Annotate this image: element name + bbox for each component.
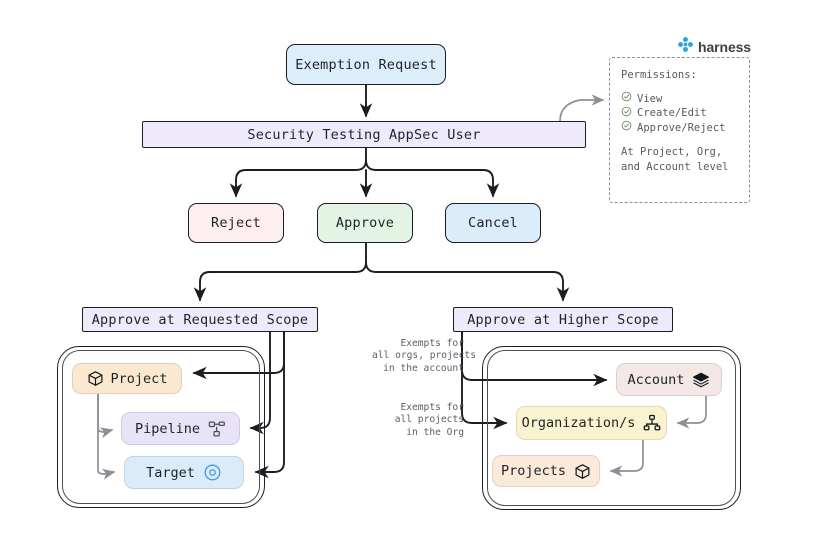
caption-exempts-org: Exempts for all projects in the Org — [394, 402, 464, 438]
node-label: Projects — [500, 463, 567, 479]
higher-scope-group-inline — [487, 350, 736, 506]
node-label: Target — [146, 464, 195, 481]
node-cancel[interactable]: Cancel — [445, 203, 541, 243]
permissions-title: Permissions: — [621, 69, 697, 81]
node-pipeline[interactable]: Pipeline — [121, 412, 240, 445]
node-organizations[interactable]: Organization/s — [516, 406, 667, 440]
permissions-panel: Permissions: View Create/Edit — [609, 57, 750, 203]
permission-item-create-edit: Create/Edit — [621, 106, 738, 121]
permission-label: Approve/Reject — [637, 121, 726, 134]
node-exemption-request[interactable]: Exemption Request — [286, 44, 446, 85]
check-circle-icon — [621, 91, 632, 107]
permissions-footer: At Project, Org, and Account level — [621, 146, 729, 173]
node-appsec-user[interactable]: Security Testing AppSec User — [142, 121, 586, 148]
node-label: Exemption Request — [295, 56, 437, 73]
node-target[interactable]: Target — [124, 456, 244, 489]
permission-label: View — [637, 92, 663, 105]
node-approve-higher-scope[interactable]: Approve at Higher Scope — [453, 307, 673, 332]
node-label: Approve at Higher Scope — [467, 311, 659, 328]
node-label: Approve — [335, 215, 395, 231]
harness-logo-icon — [677, 36, 694, 57]
higher-scope-group-outline — [482, 346, 741, 510]
node-projects[interactable]: Projects — [492, 455, 600, 487]
node-account[interactable]: Account — [616, 363, 722, 396]
node-label: Pipeline — [134, 420, 201, 437]
node-label: Security Testing AppSec User — [247, 126, 481, 143]
permission-label: Create/Edit — [637, 107, 707, 119]
node-reject[interactable]: Reject — [188, 203, 284, 243]
check-circle-icon — [621, 106, 632, 122]
permission-item-approve-reject: Approve/Reject — [621, 120, 738, 136]
node-approve-requested-scope[interactable]: Approve at Requested Scope — [82, 307, 318, 332]
target-icon — [203, 463, 222, 482]
node-label: Organization/s — [521, 415, 636, 431]
cube-icon — [574, 463, 591, 480]
node-label: Cancel — [468, 215, 518, 231]
permission-item-view: View — [621, 91, 738, 107]
brand-name: harness — [698, 38, 751, 55]
cube-icon — [87, 370, 104, 387]
layers-icon — [692, 371, 710, 389]
brand-logo: harness — [677, 36, 751, 57]
requested-scope-group-inline — [62, 350, 260, 504]
node-label: Reject — [211, 215, 261, 231]
sitemap-icon — [643, 414, 661, 432]
node-approve[interactable]: Approve — [317, 203, 413, 243]
node-label: Account — [627, 371, 685, 388]
caption-exempts-account: Exempts for all orgs, projects in the ac… — [372, 338, 476, 374]
node-label: Project — [110, 370, 168, 387]
node-label: Approve at Requested Scope — [91, 311, 309, 328]
requested-scope-group-outline — [57, 346, 265, 508]
check-circle-icon — [621, 120, 632, 136]
pipeline-icon — [208, 420, 226, 437]
node-project[interactable]: Project — [72, 363, 182, 394]
